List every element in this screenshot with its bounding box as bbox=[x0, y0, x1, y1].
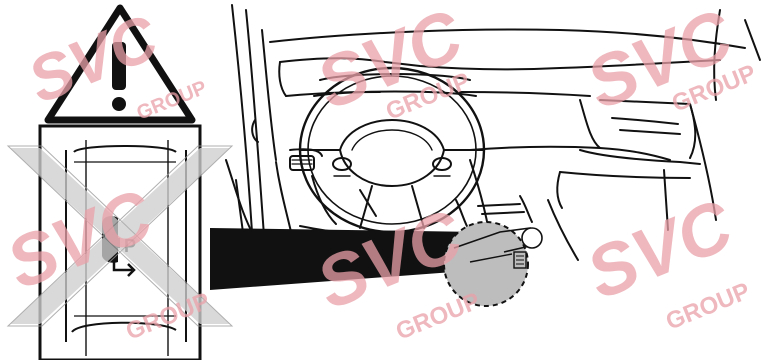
watermark-brand: SVC bbox=[576, 0, 744, 125]
